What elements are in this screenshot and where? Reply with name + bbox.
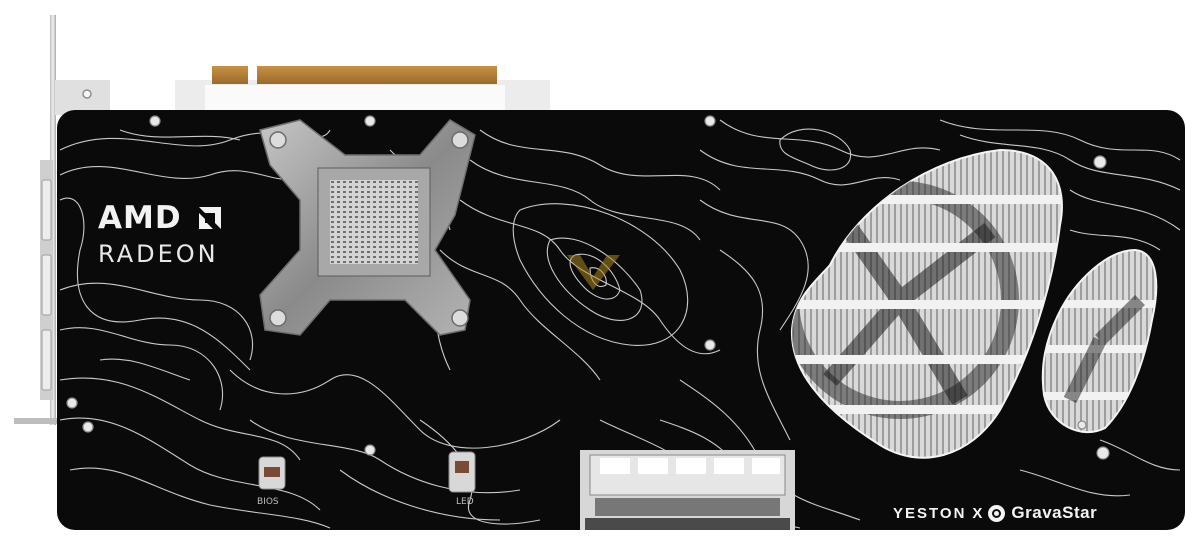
pcie-connector bbox=[175, 66, 550, 112]
amd-arrow-icon bbox=[199, 207, 221, 229]
gpu-chip-components bbox=[330, 180, 418, 264]
watermark-mark bbox=[567, 255, 620, 290]
io-bracket bbox=[14, 15, 110, 425]
amd-logo-text: AMD bbox=[98, 200, 182, 236]
radeon-logo-text: RADEON bbox=[98, 240, 219, 268]
gpu-mounting-bracket bbox=[259, 119, 476, 336]
collab-x-text: X bbox=[972, 504, 983, 522]
co-brand-logo: YESTON X GravaStar bbox=[893, 503, 1097, 523]
heatsink-window-small bbox=[1041, 248, 1158, 434]
led-switch[interactable] bbox=[448, 451, 476, 493]
bios-switch-label: BIOS bbox=[257, 497, 279, 507]
power-connector-area bbox=[580, 450, 795, 530]
gravastar-brand-text: GravaStar bbox=[1011, 503, 1098, 522]
led-switch-label: LED bbox=[456, 497, 474, 507]
heatsink-window-large bbox=[790, 148, 1063, 459]
backplate-screws bbox=[66, 115, 1110, 460]
gravastar-logo-icon bbox=[988, 504, 1006, 522]
yeston-brand-text: YESTON bbox=[893, 504, 967, 522]
bios-switch[interactable] bbox=[258, 456, 286, 490]
